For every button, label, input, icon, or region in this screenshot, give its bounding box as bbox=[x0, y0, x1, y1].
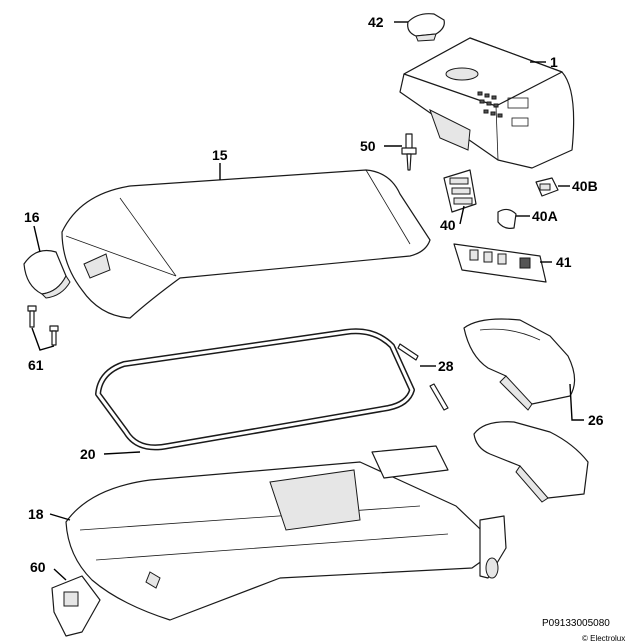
part-41-pcb[interactable] bbox=[453, 243, 547, 283]
part-20-gasket[interactable] bbox=[95, 328, 415, 451]
part-61-screws[interactable] bbox=[27, 305, 59, 346]
part-15-lid[interactable] bbox=[61, 169, 431, 319]
callout-40b: 40B bbox=[572, 178, 598, 194]
callout-40: 40 bbox=[440, 217, 456, 233]
part-16-cap[interactable] bbox=[23, 249, 71, 299]
part-18-tub-cover[interactable] bbox=[65, 445, 507, 621]
callout-18: 18 bbox=[28, 506, 44, 522]
copyright-text: © Electrolux bbox=[582, 634, 625, 643]
part-26-dispenser[interactable] bbox=[463, 318, 589, 503]
part-42-knob[interactable] bbox=[407, 13, 445, 42]
part-60-latch[interactable] bbox=[51, 575, 101, 637]
callout-61: 61 bbox=[28, 357, 44, 373]
callout-28: 28 bbox=[438, 358, 454, 374]
part-40a-cap[interactable] bbox=[497, 208, 517, 229]
leader-lines bbox=[31, 21, 584, 581]
part-50-screw[interactable] bbox=[401, 133, 417, 171]
callout-15: 15 bbox=[212, 147, 228, 163]
reference-code: P09133005080 bbox=[542, 618, 610, 629]
callout-16: 16 bbox=[24, 209, 40, 225]
part-40-buttons[interactable] bbox=[443, 169, 477, 213]
part-28-pins[interactable] bbox=[397, 343, 449, 411]
callout-42: 42 bbox=[368, 14, 384, 30]
callout-50: 50 bbox=[360, 138, 376, 154]
callout-20: 20 bbox=[80, 446, 96, 462]
callout-41: 41 bbox=[556, 254, 572, 270]
callout-26: 26 bbox=[588, 412, 604, 428]
part-1-control-panel[interactable] bbox=[399, 37, 575, 169]
part-40b-switch[interactable] bbox=[535, 177, 559, 197]
callout-1: 1 bbox=[550, 54, 558, 70]
callout-60: 60 bbox=[30, 559, 46, 575]
callout-40a: 40A bbox=[532, 208, 558, 224]
